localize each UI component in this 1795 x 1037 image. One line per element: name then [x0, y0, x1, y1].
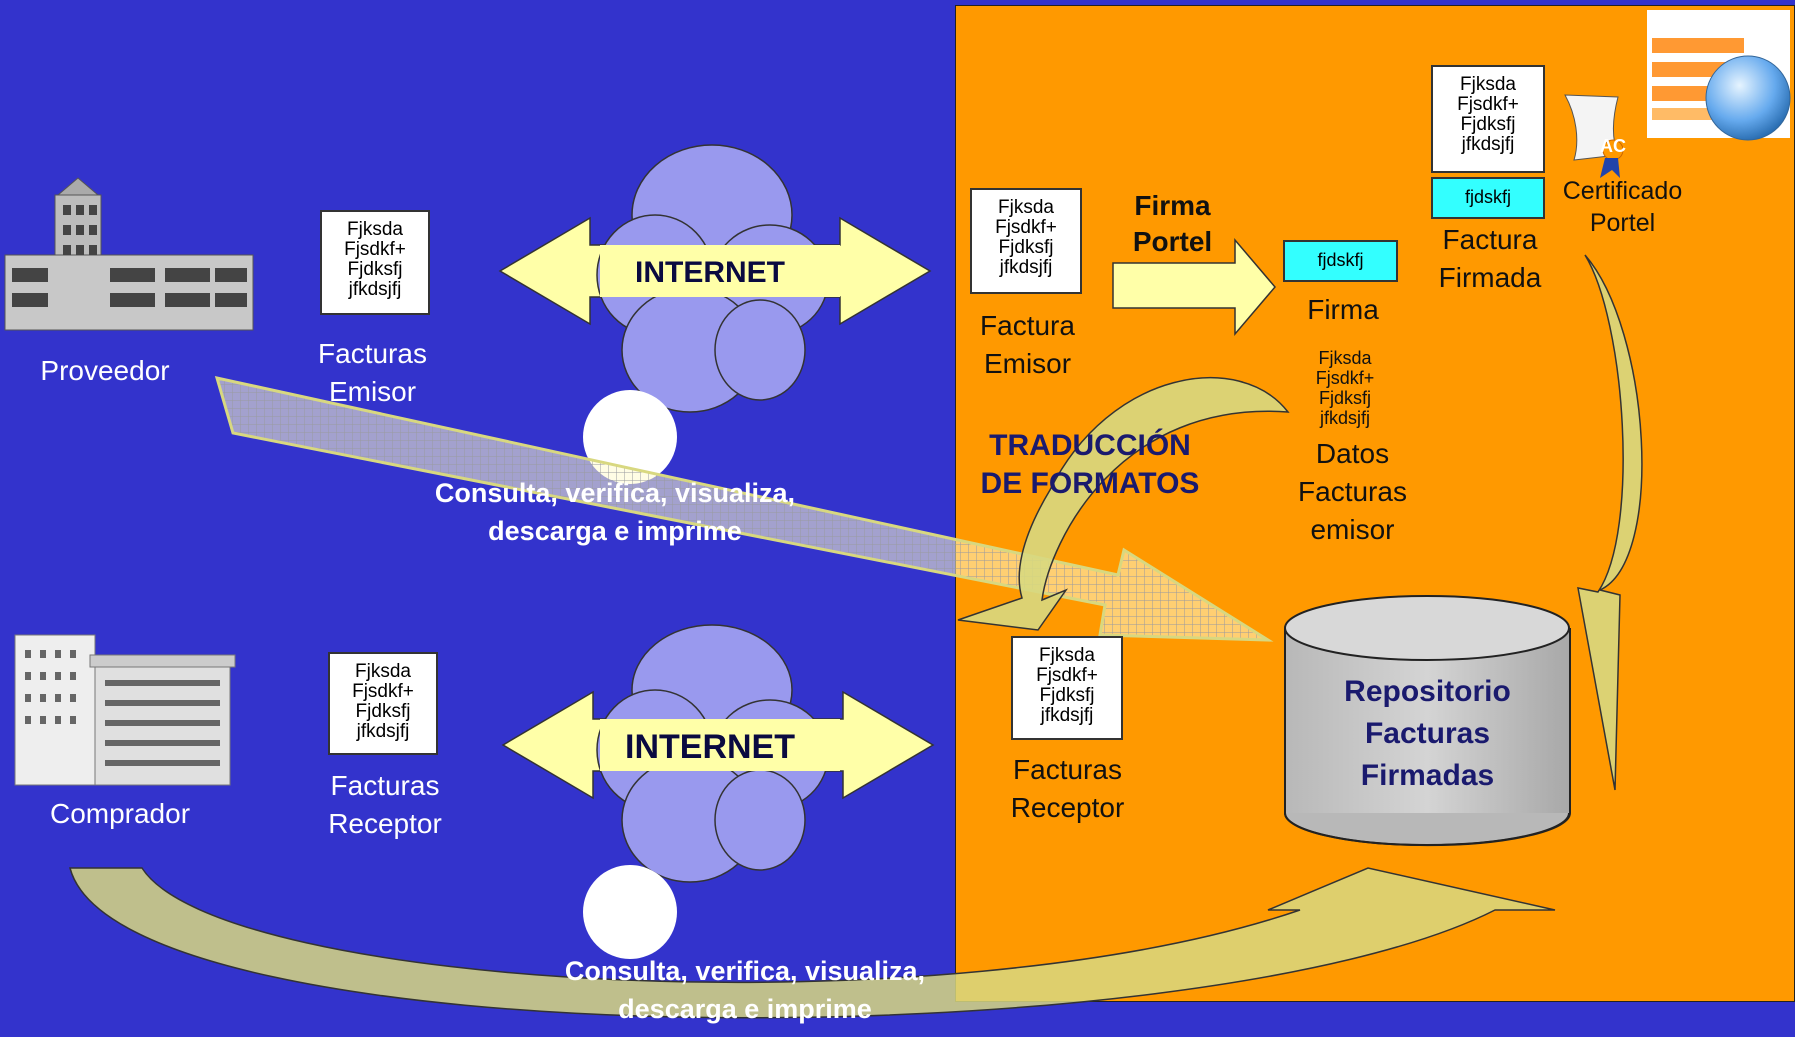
- firmada-box: fjdskfj: [1431, 177, 1545, 219]
- proveedor-building-icon: [4, 177, 254, 331]
- certificate-scroll-icon: [1564, 94, 1624, 178]
- proveedor-label: Proveedor: [40, 355, 170, 386]
- comprador-label: Comprador: [49, 798, 191, 829]
- consulta-text-top: Consulta, verifica, visualiza,descarga e…: [434, 478, 796, 546]
- internet-label-bottom: INTERNET: [625, 728, 795, 766]
- firma-box: fjdskfj: [1283, 240, 1398, 282]
- firma-portel-arrow: [1112, 237, 1276, 337]
- traduccion-curved-arrow: [957, 377, 1290, 631]
- portel-logo-icon: [1647, 10, 1791, 141]
- comprador-building-icon: [14, 634, 236, 786]
- white-circle-top: [583, 390, 677, 484]
- consulta-diagonal-arrow: [214, 375, 1274, 642]
- white-circle-bottom: [583, 865, 677, 959]
- firma-label: Firma: [1307, 294, 1379, 325]
- internet-label-top: INTERNET: [635, 256, 785, 289]
- certificado-curved-arrow: [1577, 254, 1643, 791]
- bottom-curved-arrow: [69, 867, 1556, 1019]
- consulta-text-bottom: Consulta, verifica, visualiza,descarga e…: [564, 956, 926, 1024]
- repository-cylinder: [1284, 595, 1571, 847]
- ac-badge: AC: [1600, 136, 1626, 156]
